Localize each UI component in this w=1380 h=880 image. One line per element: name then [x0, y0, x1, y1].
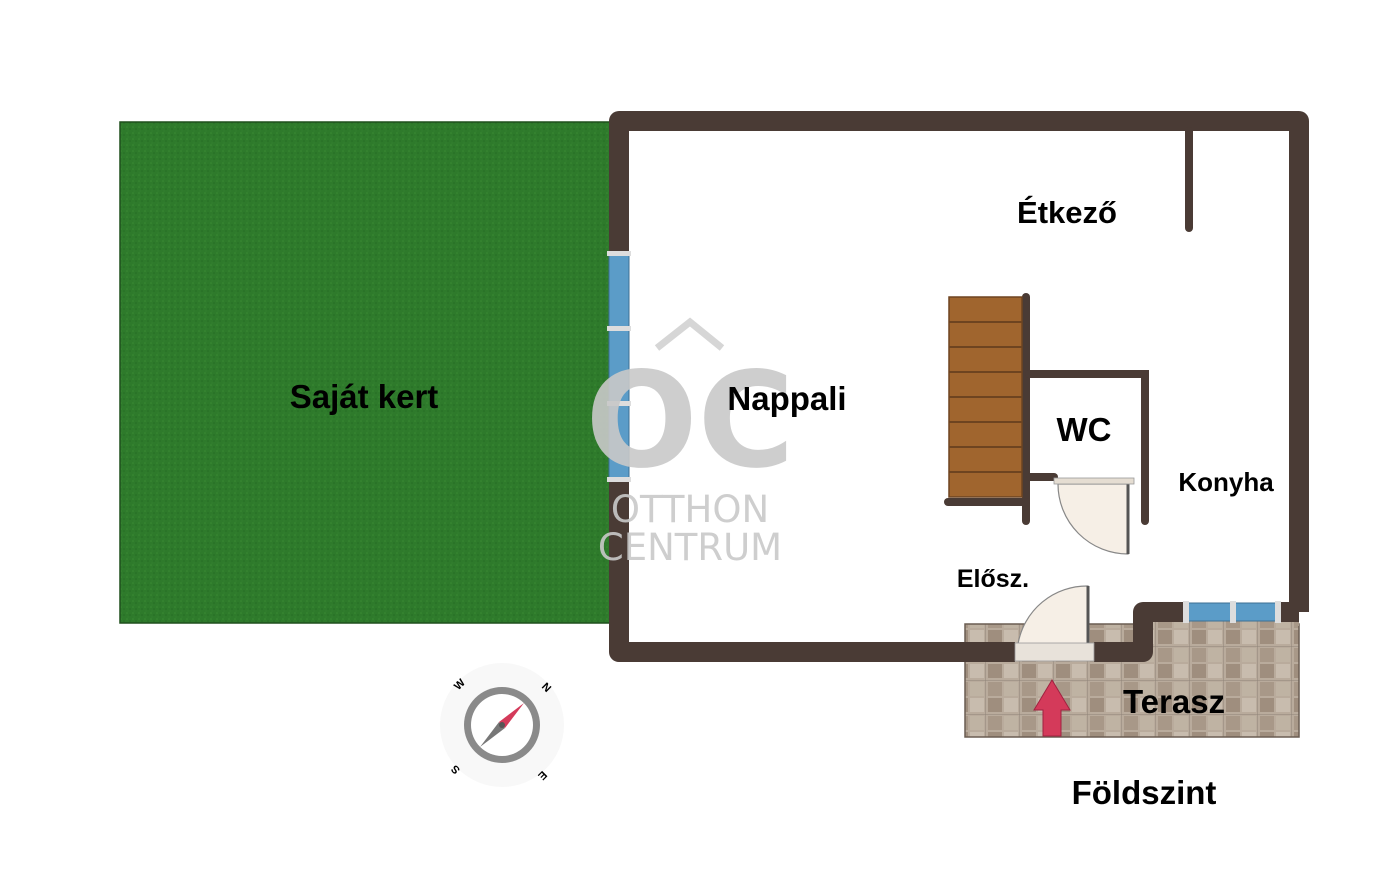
- terrace-windows: [1183, 601, 1281, 623]
- compass-icon: N E S W: [440, 663, 564, 787]
- wc-door: [1053, 477, 1135, 555]
- room-label-living: Nappali: [727, 380, 846, 417]
- room-label-wc: WC: [1057, 411, 1112, 448]
- room-label-dining: Étkező: [1017, 195, 1117, 230]
- entry-arrow-icon: [1033, 679, 1071, 737]
- room-label-garden: Saját kert: [290, 378, 439, 415]
- garden-windows: [607, 251, 631, 482]
- staircase: [948, 296, 1023, 498]
- room-label-kitchen: Konyha: [1178, 467, 1274, 497]
- room-label-terrace: Terasz: [1123, 683, 1225, 720]
- watermark-line1: OTTHON: [611, 488, 769, 531]
- watermark-monogram: OC: [585, 344, 794, 498]
- entrance-door: [1014, 585, 1095, 662]
- watermark-line2: CENTRUM: [598, 526, 782, 569]
- terrace-area: [964, 623, 1300, 738]
- floor-title: Földszint: [1072, 774, 1217, 811]
- watermark-logo: OC OTTHON CENTRUM: [585, 317, 795, 569]
- room-label-hall: Elősz.: [957, 565, 1029, 593]
- outer-walls: [609, 111, 1309, 662]
- inner-walls: [944, 127, 1193, 525]
- garden-area: [119, 121, 613, 624]
